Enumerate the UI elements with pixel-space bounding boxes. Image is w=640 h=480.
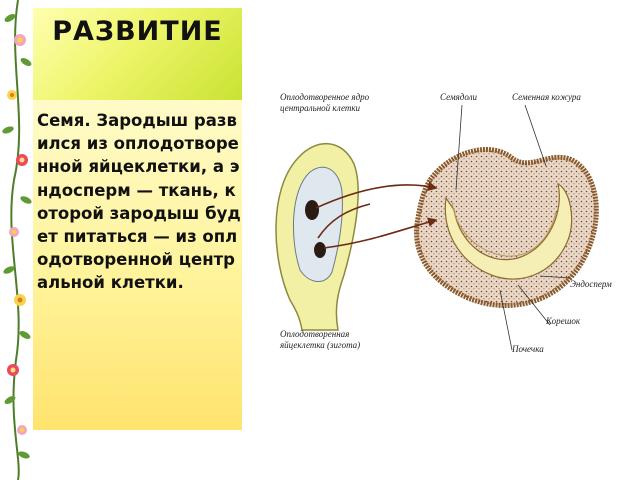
seed-illustration <box>414 147 599 308</box>
label-central-nucleus-2: центральной клетки <box>280 103 361 113</box>
seed-development-diagram: Оплодотворенное ядро центральной клетки … <box>275 92 612 354</box>
connector-arrows <box>315 181 438 249</box>
central-cell-nucleus <box>305 200 319 220</box>
zygote-cell <box>314 242 326 258</box>
title-panel: РАЗВИТИЕ <box>33 8 242 100</box>
label-endosperm: Эндосперм <box>570 279 612 289</box>
label-seed-coat: Семенная кожура <box>512 92 581 102</box>
label-radicle: Корешок <box>545 316 581 326</box>
label-cotyledons: Семядоли <box>440 92 478 102</box>
text-panel: Семя. Зародыш развился из оплодотворенно… <box>33 100 242 430</box>
leaf-icon <box>2 14 32 459</box>
flower-icon <box>7 34 28 435</box>
label-central-nucleus-1: Оплодотворенное ядро <box>280 92 370 102</box>
label-zygote-1: Оплодотворенная <box>280 329 349 339</box>
slide-title: РАЗВИТИЕ <box>52 16 223 47</box>
ovule-illustration <box>275 143 359 331</box>
slide-body-text: Семя. Зародыш развился из оплодотворенно… <box>37 111 241 293</box>
flower-garland-decoration <box>2 0 32 480</box>
label-bud: Почечка <box>511 344 544 354</box>
label-zygote-2: яйцеклетка (зигота) <box>279 340 360 350</box>
leader-lines <box>455 104 571 351</box>
